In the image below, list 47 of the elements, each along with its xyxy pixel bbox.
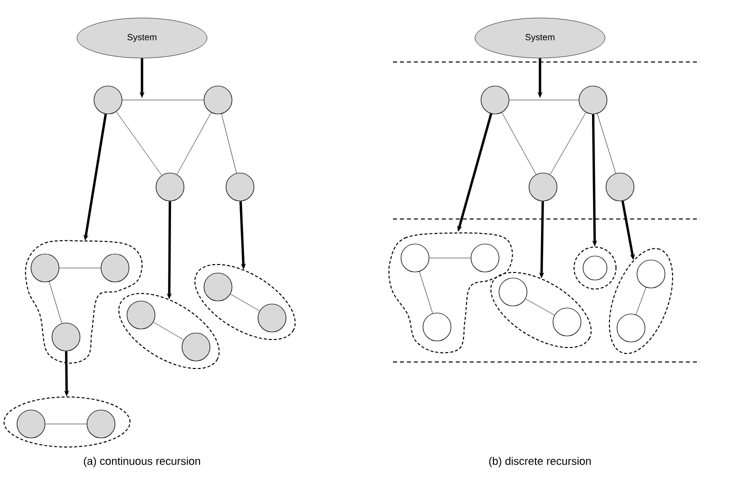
graph-node (86, 410, 116, 438)
connector-line (230, 294, 260, 312)
graph-node (30, 254, 60, 282)
dashed-group-outline (194, 264, 296, 340)
dashed-group-outline (608, 248, 674, 354)
graph-node (578, 86, 608, 114)
graph-node (636, 260, 666, 288)
graph-node (422, 312, 452, 342)
graph-node (94, 86, 122, 114)
graph-node (470, 244, 500, 272)
caption: (b) discrete recursion (489, 456, 591, 468)
graph-node (606, 172, 634, 202)
graph-node (16, 410, 46, 438)
graph-node (528, 172, 558, 202)
graph-node (552, 308, 582, 336)
connector-line (116, 111, 162, 176)
graph-node (204, 272, 232, 302)
connector-line (502, 112, 536, 175)
connector-line (597, 113, 616, 174)
connector-line (221, 114, 237, 174)
caption: (a) continuous recursion (84, 456, 200, 468)
dashed-group-outline (388, 232, 513, 354)
graph-node (126, 300, 156, 330)
connector-line (525, 298, 555, 316)
graph-node (616, 314, 646, 342)
dashed-group-outline (490, 272, 592, 348)
dashed-group-outline (25, 240, 143, 364)
dashed-group-outline (118, 293, 220, 369)
connector-line (550, 112, 586, 175)
graph-node (582, 256, 608, 280)
connector-line (636, 287, 646, 315)
graph-node (156, 172, 184, 202)
graph-node (182, 332, 210, 362)
connector-line (419, 271, 433, 314)
connector-line (176, 112, 212, 175)
graph-node (258, 304, 286, 332)
graph-node (498, 278, 528, 306)
graph-node (400, 244, 430, 272)
dashed-group-outline (574, 246, 616, 290)
graph-node (52, 322, 80, 352)
graph-node (226, 172, 254, 202)
dashed-group-outline (4, 396, 130, 448)
connector-line (48, 281, 62, 324)
connector-line (153, 322, 184, 340)
graph-node (100, 254, 130, 282)
graph-node (480, 86, 510, 114)
graph-node (204, 86, 232, 114)
